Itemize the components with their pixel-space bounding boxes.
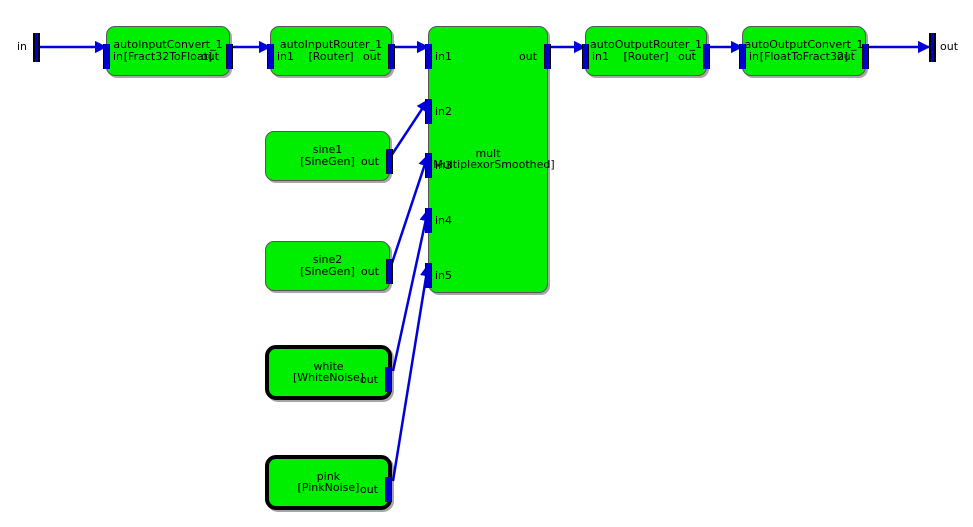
block-mult-port-in2[interactable] [425, 99, 432, 124]
block-white[interactable]: white[WhiteNoise]out [265, 345, 392, 400]
block-mult-port-in3-label: in3 [435, 159, 453, 172]
block-white-port-out[interactable] [385, 367, 392, 392]
out-terminal[interactable] [929, 33, 936, 62]
wire-pink-to-in5 [391, 263, 433, 482]
in-terminal-label: in [17, 40, 28, 53]
block-autoInputConvert-port-in-label: in [113, 50, 124, 63]
block-sine1-port-out[interactable] [386, 149, 393, 174]
block-autoInputRouter-port-out-label: out [362, 50, 381, 63]
block-autoOutputConvert-port-out[interactable] [862, 44, 869, 69]
block-pink-port-out-label: out [359, 483, 378, 496]
block-autoOutputRouter-port-out-label: out [677, 50, 696, 63]
block-mult-name: mult [475, 146, 501, 160]
block-autoOutputRouter-port-in1[interactable] [582, 44, 589, 69]
block-mult-port-in1-label: in1 [435, 50, 453, 63]
block-autoInputConvert-port-out-label: out [200, 50, 219, 63]
block-mult-port-in4-label: in4 [435, 214, 453, 227]
block-sine1[interactable]: sine1[SineGen]out [265, 131, 393, 181]
block-mult-port-out-label: out [518, 50, 537, 63]
wire-white-to-in4 [391, 208, 432, 372]
block-autoOutputRouter-port-in1-label: in1 [592, 50, 610, 63]
block-autoInputConvert-port-out[interactable] [226, 44, 233, 69]
block-autoOutputConvert-port-out-label: out [836, 50, 855, 63]
block-autoInputRouter-port-out[interactable] [388, 44, 395, 69]
block-autoOutputConvert-port-in-label: in [749, 50, 760, 63]
block-pink-port-out[interactable] [385, 477, 392, 502]
block-mult-port-in5-label: in5 [435, 269, 453, 282]
wire-sine1-to-in2 [389, 98, 430, 157]
block-autoInputConvert-port-in[interactable] [103, 44, 110, 69]
block-pink-name: pink [316, 469, 341, 483]
block-sine1-port-out-label: out [360, 155, 379, 168]
block-sine2-port-out-label: out [360, 265, 379, 278]
wire-sine2-to-in3 [389, 153, 431, 267]
block-pink[interactable]: pink[PinkNoise]out [265, 455, 392, 510]
block-autoInputRouter-port-in1[interactable] [267, 44, 274, 69]
in-terminal[interactable] [33, 33, 40, 62]
block-mult-port-in4[interactable] [425, 208, 432, 233]
block-sine2[interactable]: sine2[SineGen]out [265, 241, 393, 291]
block-autoOutputConvert-port-in[interactable] [739, 44, 746, 69]
block-sine2-port-out[interactable] [386, 259, 393, 284]
block-autoInputRouter-port-in1-label: in1 [277, 50, 295, 63]
block-mult-port-in2-label: in2 [435, 105, 453, 118]
block-mult-port-in5[interactable] [425, 263, 432, 288]
block-autoOutputRouter-port-out[interactable] [703, 44, 710, 69]
block-mult-port-in1[interactable] [425, 44, 432, 69]
block-mult-port-out[interactable] [544, 44, 551, 69]
block-white-name: white [313, 359, 344, 373]
out-terminal-label: out [940, 40, 959, 53]
block-white-port-out-label: out [359, 373, 378, 386]
block-mult-port-in3[interactable] [425, 153, 432, 178]
